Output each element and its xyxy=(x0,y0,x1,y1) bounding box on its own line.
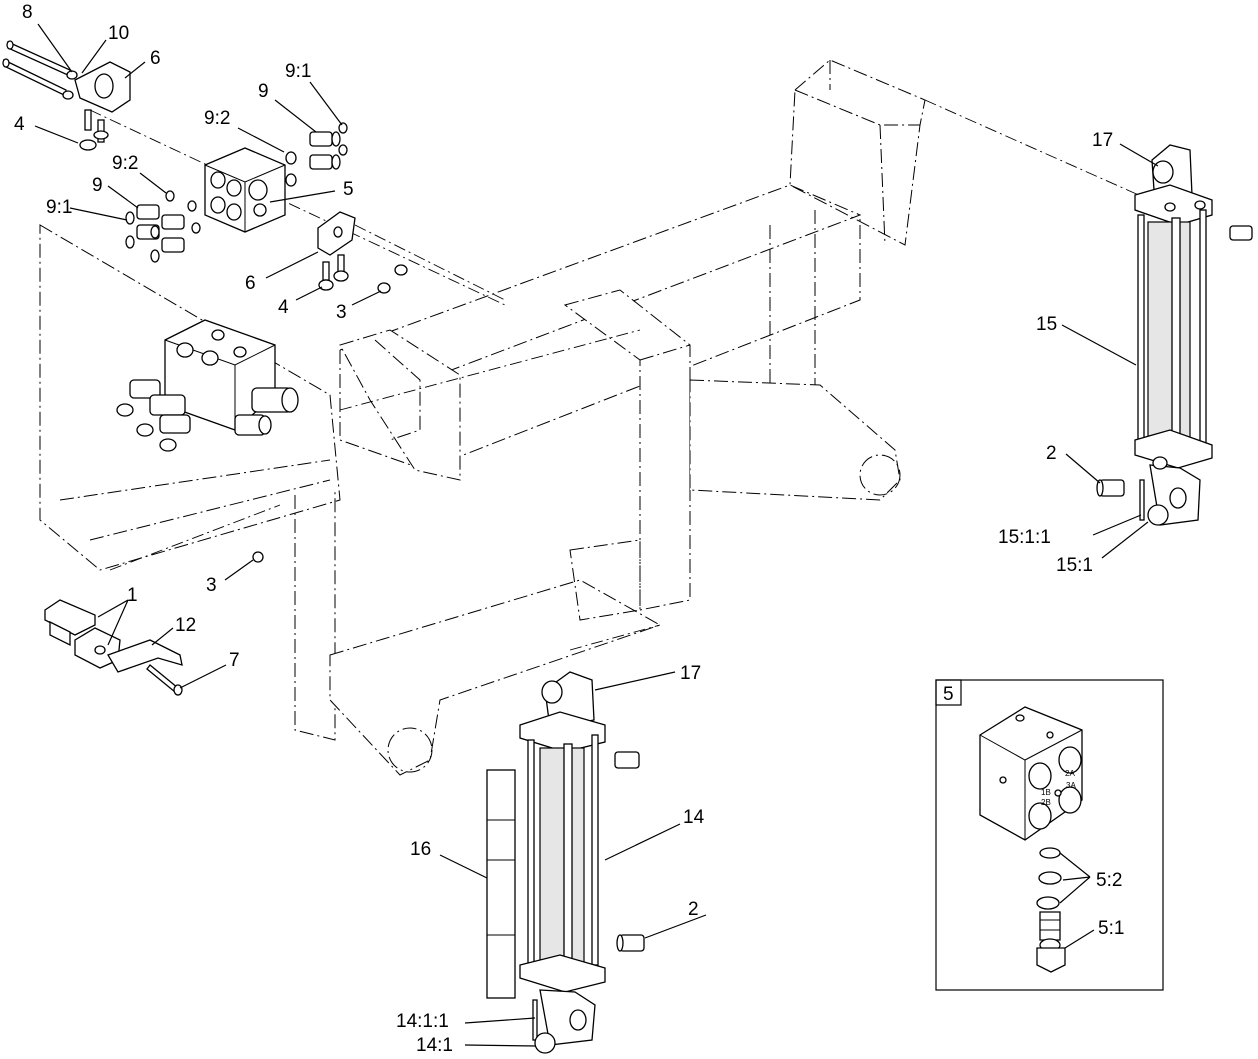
bolt-part-7 xyxy=(146,664,183,696)
clamp-part-1 xyxy=(44,599,121,669)
fittings-lower-set xyxy=(125,190,201,263)
frame-ghost-outline xyxy=(39,59,1151,776)
callout-2-lower: 2 xyxy=(688,899,699,920)
inset-detail-5: 5 1B 2B 2A 3A xyxy=(935,679,1164,991)
port-label-1b: 1B xyxy=(1041,788,1051,797)
callout-3-lower: 3 xyxy=(206,575,217,596)
callout-10: 10 xyxy=(108,23,129,44)
callout-6-lower: 6 xyxy=(245,273,256,294)
bolt-part-8 xyxy=(2,40,71,98)
callout-15-1-1: 15:1:1 xyxy=(998,527,1051,548)
inset-id-label: 5 xyxy=(943,684,954,705)
callout-12: 12 xyxy=(175,615,196,636)
callout-3-upper: 3 xyxy=(336,302,347,323)
callout-9-1-lower: 9:1 xyxy=(46,197,72,218)
bracket-part-12 xyxy=(107,639,183,673)
callout-14-1-1: 14:1:1 xyxy=(396,1011,449,1032)
port-label-2a: 2A xyxy=(1065,769,1075,778)
fitting-part-2-lower xyxy=(616,934,645,952)
cylinder-part-14 xyxy=(519,671,606,1054)
inset-callout-5-1: 5:1 xyxy=(1098,918,1124,939)
leader-lines xyxy=(34,23,1159,1047)
inset-cartridge-part-5-1 xyxy=(1036,911,1066,973)
callout-7: 7 xyxy=(229,650,240,671)
callout-16: 16 xyxy=(410,839,431,860)
callout-9-upper: 9 xyxy=(258,81,269,102)
port-label-2b: 2B xyxy=(1041,798,1051,807)
callout-15: 15 xyxy=(1036,314,1057,335)
callout-14-1: 14:1 xyxy=(416,1035,453,1056)
callout-2-right: 2 xyxy=(1046,443,1057,464)
fitting-upper-1 xyxy=(285,131,341,165)
callout-15-1: 15:1 xyxy=(1056,555,1093,576)
nut-part-3-lower xyxy=(252,551,264,563)
inset-o-rings xyxy=(1036,847,1062,910)
callout-6-upper: 6 xyxy=(150,48,161,69)
inset-callout-5-2: 5:2 xyxy=(1096,870,1122,891)
bracket-part-6-upper xyxy=(62,61,131,151)
fitting-upper-2 xyxy=(285,122,348,187)
fittings-part-9 xyxy=(125,122,348,263)
callout-9-lower: 9 xyxy=(92,175,103,196)
callout-4-upper: 4 xyxy=(14,114,25,135)
fitting-cylinder-14-port xyxy=(614,751,640,769)
callout-9-2-lower: 9:2 xyxy=(112,153,138,174)
callout-9-1-upper: 9:1 xyxy=(285,61,311,82)
cylinder-part-15 xyxy=(1134,144,1213,526)
control-valve-assembly xyxy=(116,319,299,452)
fitting-cylinder-15-port xyxy=(1229,225,1253,241)
valve-block-part-5 xyxy=(204,147,286,233)
callout-labels: 8 10 6 4 9 9:1 9:2 9:2 9 9:1 5 6 4 3 17 … xyxy=(14,2,1113,1056)
inset-valve-block: 1B 2B 2A 3A xyxy=(979,706,1083,841)
callout-8: 8 xyxy=(22,2,33,23)
fitting-part-2-right xyxy=(1096,479,1125,497)
decal-part-16 xyxy=(486,769,516,999)
callout-1: 1 xyxy=(127,585,138,606)
callout-5: 5 xyxy=(343,179,354,200)
port-label-3a: 3A xyxy=(1066,781,1076,790)
callout-17-lower: 17 xyxy=(680,663,701,684)
callout-14: 14 xyxy=(683,807,705,828)
callout-4-lower: 4 xyxy=(278,297,289,318)
bracket-part-6-lower xyxy=(317,211,408,294)
callout-17-right: 17 xyxy=(1092,130,1113,151)
callout-9-2-upper: 9:2 xyxy=(204,108,230,129)
